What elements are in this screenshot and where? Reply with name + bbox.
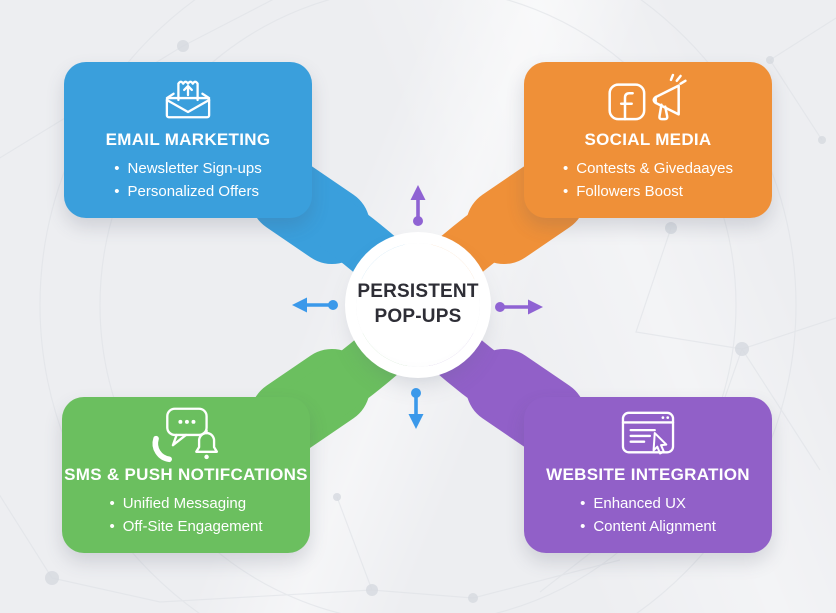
card-title: SMS & PUSH NOTIFCATIONS — [64, 465, 308, 484]
center-node: PERSISTENT POP-UPS — [356, 243, 480, 367]
arrow-right-icon — [495, 299, 543, 315]
card-title: EMAIL MARKETING — [105, 130, 271, 149]
browser-cursor-icon — [524, 405, 772, 463]
bullet-item: •Enhanced UX — [580, 495, 686, 512]
bullet-item: •Contests & Givedaayes — [562, 160, 733, 177]
card-sms-push-notifications: SMS & PUSH NOTIFCATIONS •Unified Messagi… — [62, 397, 310, 553]
email-envelope-icon — [64, 70, 312, 128]
arrow-down-icon — [408, 388, 424, 429]
facebook-megaphone-icon — [524, 70, 772, 128]
bullet-item: •Newsletter Sign-ups — [114, 160, 262, 177]
card-bullet-list: •Unified Messaging •Off-Site Engagement — [109, 492, 262, 539]
arrow-left-icon — [292, 297, 338, 313]
bullet-item: •Personalized Offers — [114, 183, 259, 201]
card-bullet-list: •Enhanced UX •Content Alignment — [580, 492, 716, 539]
bullet-item: •Followers Boost — [562, 183, 683, 201]
card-website-integration: WEBSITE INTEGRATION •Enhanced UX •Conten… — [524, 397, 772, 553]
bullet-item: •Content Alignment — [580, 518, 716, 536]
phone-chat-bell-icon — [62, 405, 310, 463]
card-email-marketing: EMAIL MARKETING •Newsletter Sign-ups •Pe… — [64, 62, 312, 218]
center-title: PERSISTENT POP-UPS — [357, 281, 479, 327]
bullet-item: •Unified Messaging — [109, 495, 247, 512]
card-title: SOCIAL MEDIA — [584, 130, 712, 149]
card-social-media: SOCIAL MEDIA •Contests & Givedaayes •Fol… — [524, 62, 772, 218]
card-title: WEBSITE INTEGRATION — [546, 465, 750, 484]
card-bullet-list: •Newsletter Sign-ups •Personalized Offer… — [114, 157, 262, 204]
bullet-item: •Off-Site Engagement — [109, 518, 263, 536]
card-bullet-list: •Contests & Givedaayes •Followers Boost — [563, 157, 733, 204]
arrow-up-icon — [410, 185, 426, 226]
